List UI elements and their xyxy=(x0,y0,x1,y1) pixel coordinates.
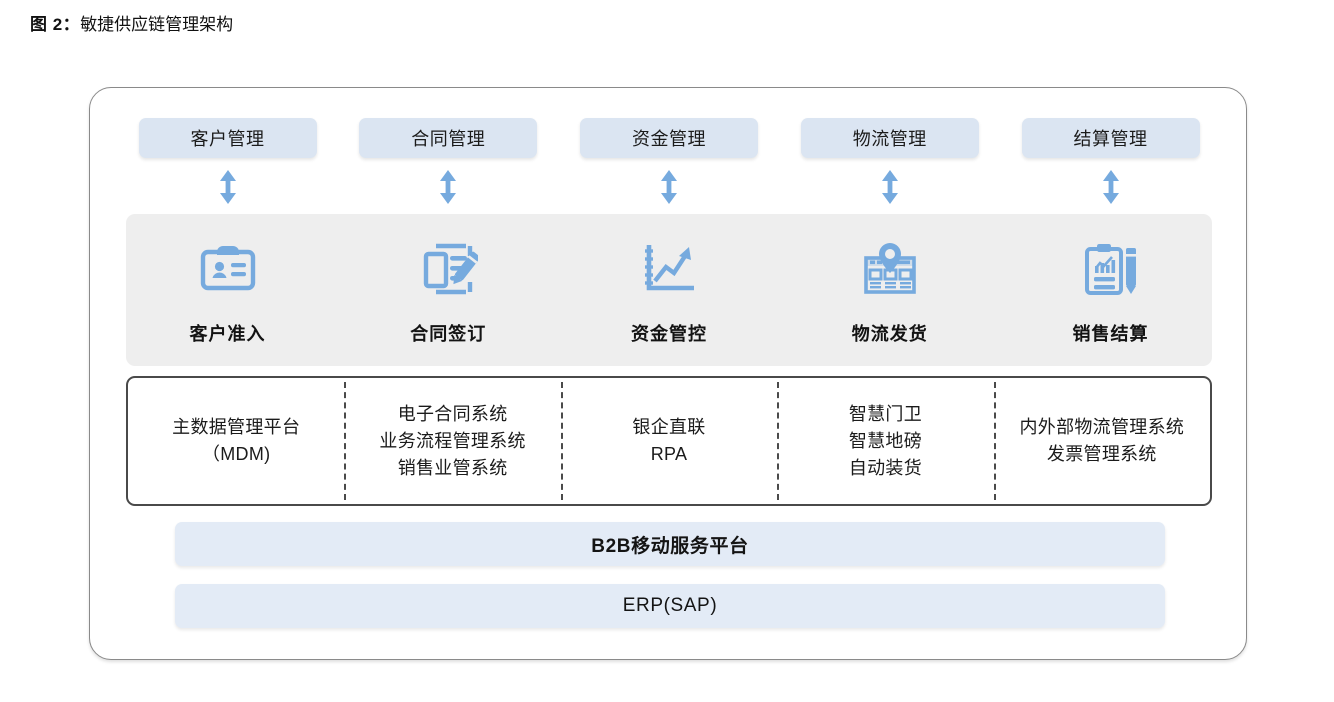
map-pin-panel-icon xyxy=(860,234,920,304)
platform-bar-erp[interactable]: ERP(SAP) xyxy=(175,584,1165,628)
system-name: 智慧地磅 xyxy=(848,430,923,451)
double-arrow-vertical-icon xyxy=(440,170,457,204)
management-pill-cell-settlement: 结算管理 xyxy=(1009,118,1212,204)
double-arrow-vertical-icon xyxy=(661,170,677,204)
figure-caption: 图 2：敏捷供应链管理架构 xyxy=(30,13,233,37)
management-pill-row: 客户管理 合同管理 资金管理 物流管理 结算管理 xyxy=(126,118,1212,204)
systems-column-settlement: 内外部物流管理系统 发票管理系统 xyxy=(993,378,1210,504)
process-stage-contract-signing: 合同签订 xyxy=(347,234,550,346)
line-chart-up-icon xyxy=(639,234,699,304)
process-stage-label: 合同签订 xyxy=(410,324,487,344)
system-name: 银企直联 xyxy=(632,417,706,437)
pill-funds-management[interactable]: 资金管理 xyxy=(580,118,758,158)
system-name: 智慧门卫 xyxy=(848,403,923,424)
supporting-systems-box: 主数据管理平台 （MDM) 电子合同系统 业务流程管理系统 销售业管系统 银企直… xyxy=(126,376,1212,506)
system-name: 内外部物流管理系统 xyxy=(1019,417,1185,437)
management-pill-cell-funds: 资金管理 xyxy=(568,118,771,204)
pill-contract-management[interactable]: 合同管理 xyxy=(359,118,538,158)
process-stage-label: 客户准入 xyxy=(189,324,266,344)
process-stage-band: 客户准入 合同签订 xyxy=(126,214,1212,366)
figure-title: 敏捷供应链管理架构 xyxy=(80,15,234,34)
document-pencil-icon xyxy=(418,234,479,304)
pill-logistics-management[interactable]: 物流管理 xyxy=(800,118,979,158)
system-name: 自动装货 xyxy=(848,457,923,478)
clipboard-chart-pencil-icon xyxy=(1081,234,1141,304)
management-pill-cell-contract: 合同管理 xyxy=(347,118,550,204)
process-stage-label: 资金管控 xyxy=(631,324,707,344)
double-arrow-vertical-icon xyxy=(1102,170,1119,204)
pill-settlement-management[interactable]: 结算管理 xyxy=(1021,118,1200,158)
process-stage-label: 销售结算 xyxy=(1072,324,1149,344)
process-stage-fund-control: 资金管控 xyxy=(568,234,771,346)
system-name: 业务流程管理系统 xyxy=(379,430,526,451)
figure-label: 图 2： xyxy=(30,15,81,34)
architecture-diagram-card: 客户管理 合同管理 资金管理 物流管理 结算管理 xyxy=(89,87,1247,660)
pill-customer-management[interactable]: 客户管理 xyxy=(138,118,317,158)
process-stage-label: 物流发货 xyxy=(851,324,928,344)
system-name: RPA xyxy=(650,444,688,464)
system-name: （MDM) xyxy=(201,444,271,464)
system-name: 主数据管理平台 xyxy=(172,417,301,437)
management-pill-cell-logistics: 物流管理 xyxy=(788,118,991,204)
process-stage-logistics-shipping: 物流发货 xyxy=(788,234,991,346)
process-stage-sales-settlement: 销售结算 xyxy=(1009,234,1212,346)
process-stage-customer-admission: 客户准入 xyxy=(126,234,329,346)
id-card-icon xyxy=(198,234,258,304)
double-arrow-vertical-icon xyxy=(881,170,898,204)
systems-column-master-data: 主数据管理平台 （MDM) xyxy=(128,378,344,504)
system-name: 销售业管系统 xyxy=(397,457,508,478)
double-arrow-vertical-icon xyxy=(219,170,236,204)
systems-column-contract: 电子合同系统 业务流程管理系统 销售业管系统 xyxy=(344,378,560,504)
systems-column-logistics: 智慧门卫 智慧地磅 自动装货 xyxy=(777,378,993,504)
system-name: 电子合同系统 xyxy=(397,403,508,424)
system-name: 发票管理系统 xyxy=(1046,444,1157,464)
systems-column-funds: 银企直联 RPA xyxy=(560,378,777,504)
platform-bar-b2b[interactable]: B2B移动服务平台 xyxy=(175,522,1165,566)
management-pill-cell-customer: 客户管理 xyxy=(126,118,329,204)
